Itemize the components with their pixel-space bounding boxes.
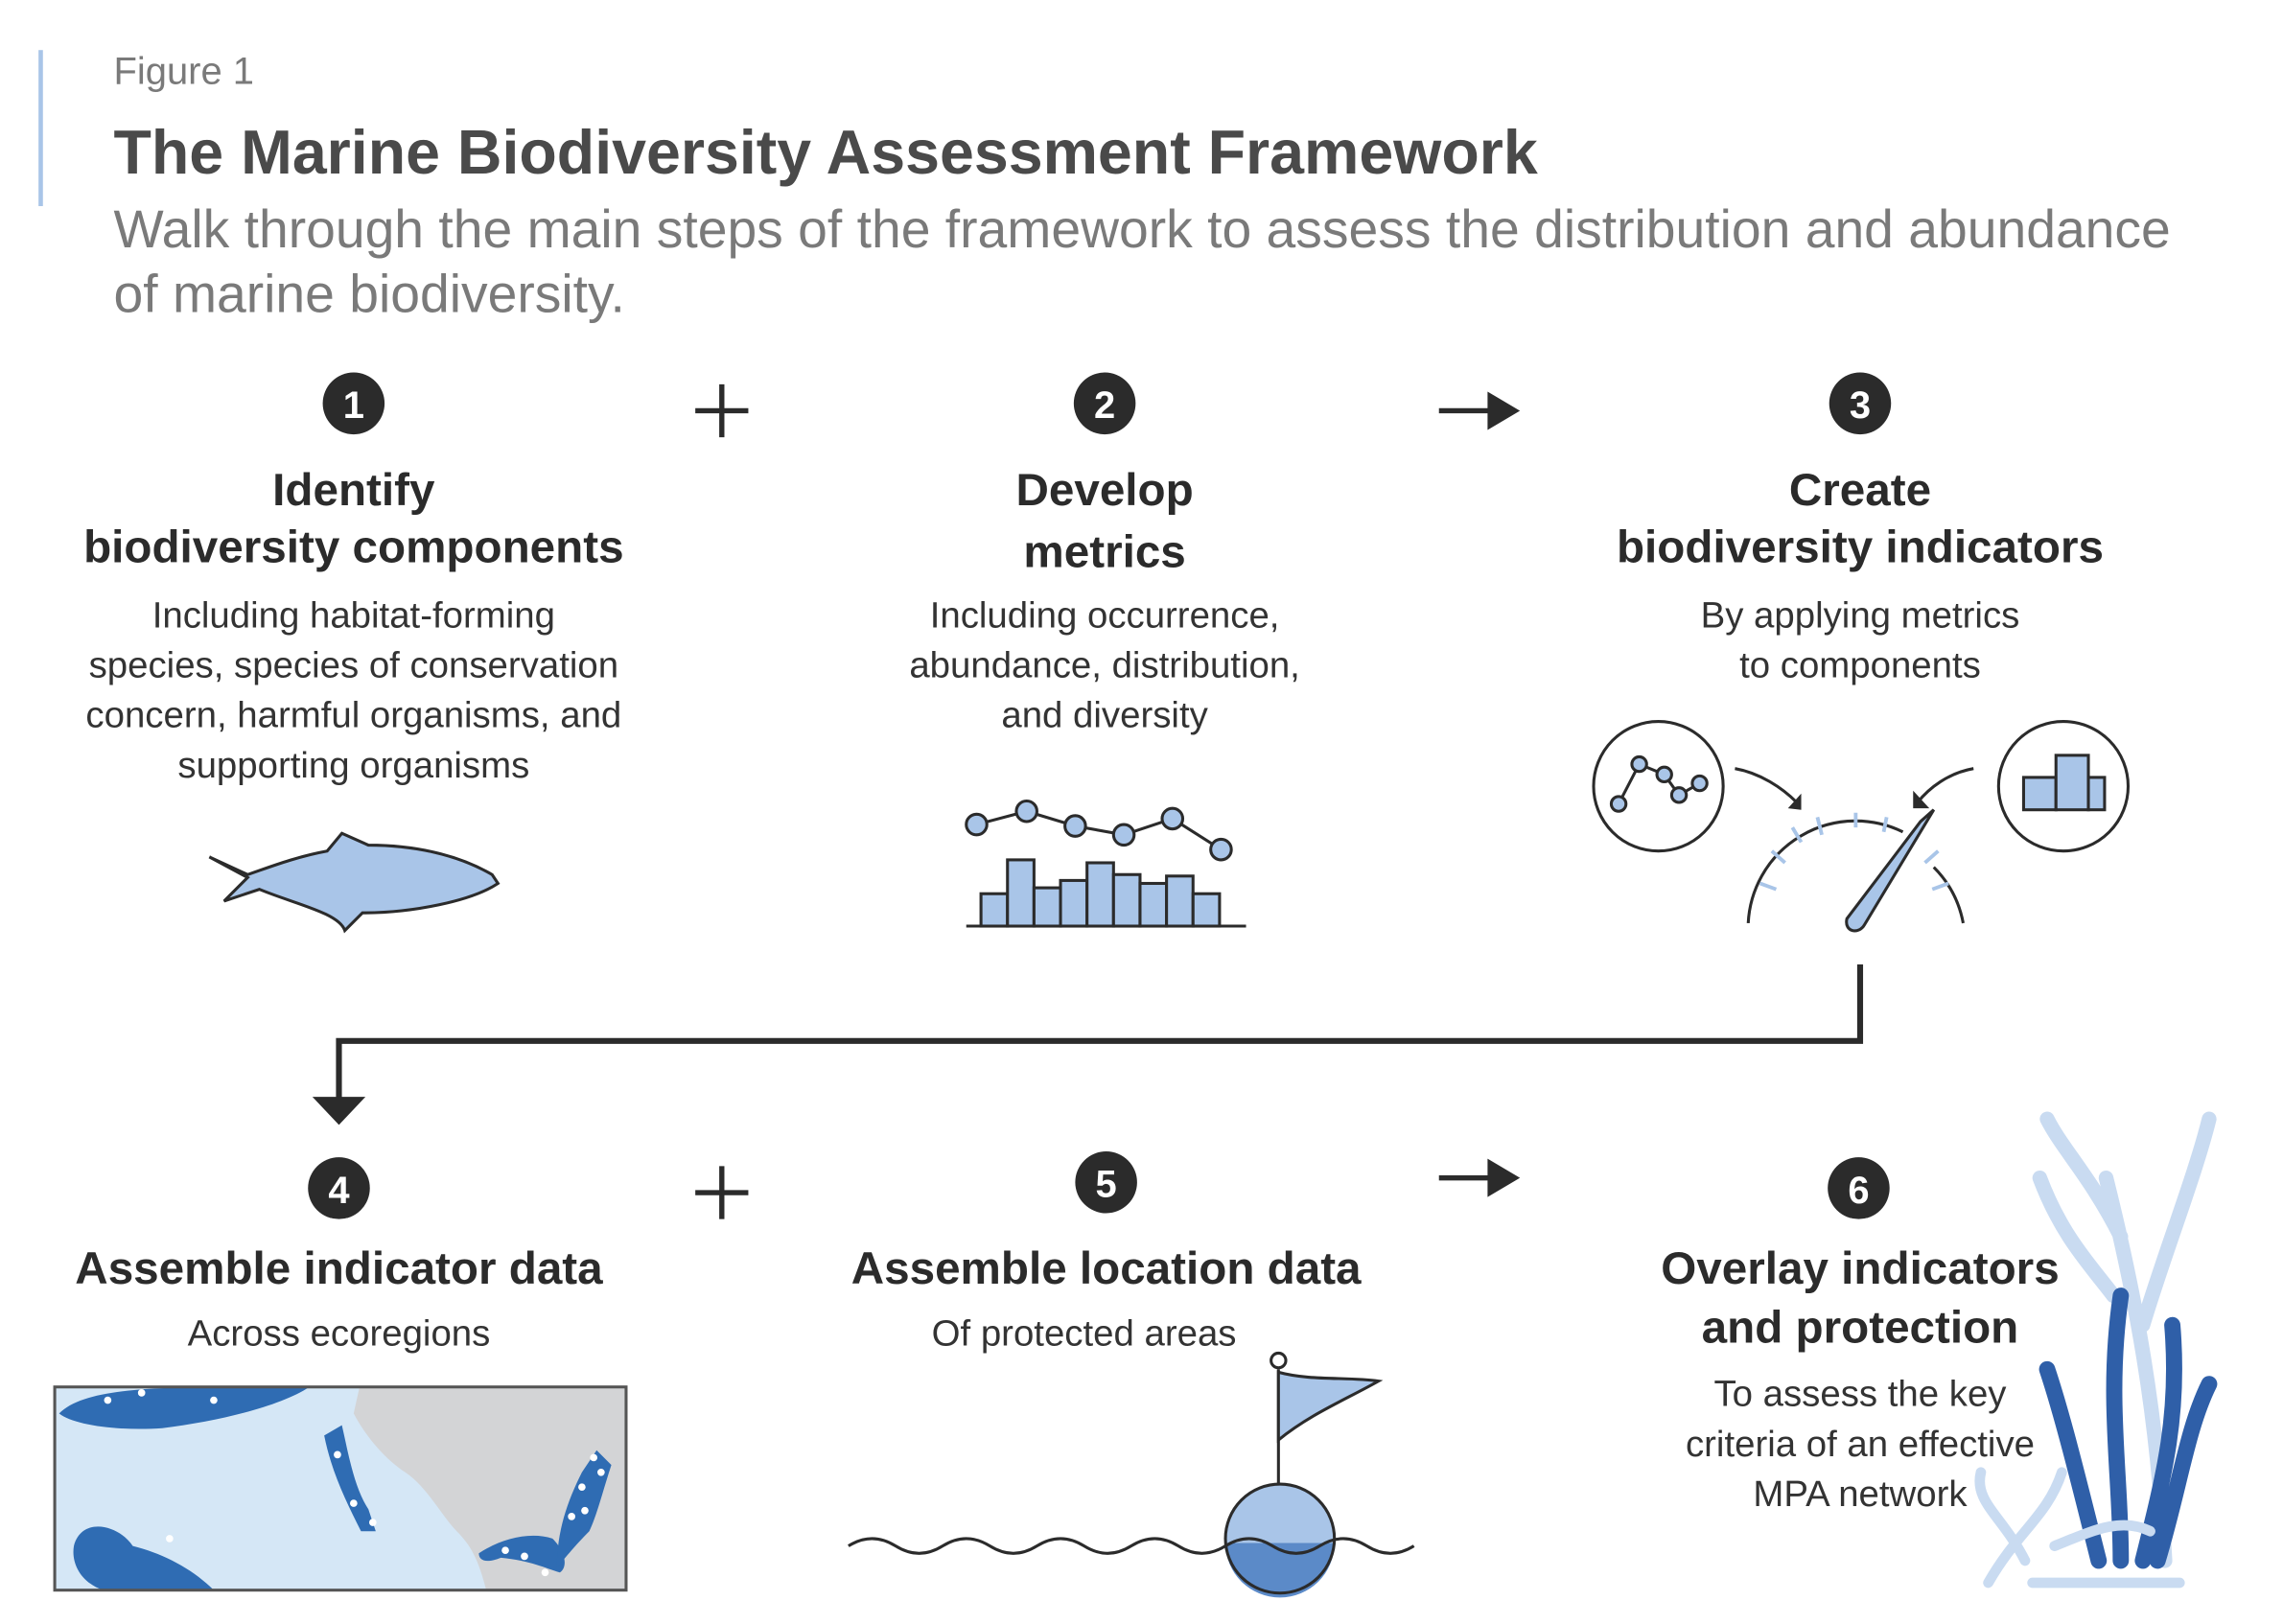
gauge-icon [1592,720,2131,933]
step-5-badge: 5 [1075,1151,1137,1214]
svg-text:1: 1 [343,384,364,427]
svg-text:2: 2 [1094,384,1115,427]
arrow-right-icon [1438,1158,1521,1197]
figure-label: Figure 1 [114,51,254,93]
fish-icon [208,831,501,934]
subtitle-line: Walk through the main steps of the frame… [114,199,2171,259]
plus-icon [695,1166,749,1219]
metrics-chart-icon [965,799,1246,928]
step-2-desc: Including occurrence, [930,594,1280,636]
step-3-desc: By applying metrics [1701,594,2020,636]
step-3-desc: to components [1739,644,1981,685]
subtitle-line: of marine biodiversity. [114,265,625,324]
step-5-title: Assemble location data [851,1243,1362,1294]
step-2-desc: and diversity [1001,695,1208,736]
step-1-desc: concern, harmful organisms, and [85,695,621,736]
step-1-desc: Including habitat-forming [152,594,555,636]
page-title: The Marine Biodiversity Assessment Frame… [114,118,1538,187]
step-6-desc: MPA network [1753,1473,1968,1515]
step-4-badge: 4 [308,1157,370,1219]
step-5-desc: Of protected areas [932,1313,1237,1355]
step-3-title: biodiversity indicators [1617,522,2104,573]
step-2-title: Develop [1015,465,1193,516]
step-1-desc: supporting organisms [177,745,529,786]
plus-icon [695,383,749,438]
step-1-desc: species, species of conservation [89,644,618,685]
step-4-title: Assemble indicator data [75,1243,603,1294]
seaweed-coral-icon [1974,1111,2218,1589]
step-2-badge: 2 [1073,372,1136,435]
step-2-desc: abundance, distribution, [909,644,1300,685]
buoy-flag-icon [848,1351,1415,1598]
svg-text:6: 6 [1848,1170,1869,1212]
step-3-badge: 3 [1829,372,1892,435]
step-6-title: Overlay indicators [1661,1243,2059,1294]
step-6-badge: 6 [1828,1157,1890,1219]
step-6-desc: criteria of an effective [1686,1424,2035,1465]
step-4-desc: Across ecoregions [188,1313,491,1355]
step-6-title: and protection [1702,1303,2019,1354]
step-1-badge: 1 [322,372,385,435]
svg-text:4: 4 [328,1170,349,1212]
step-2-title: metrics [1023,526,1185,577]
connector-arrow [312,963,1864,1125]
svg-text:3: 3 [1850,384,1871,427]
ecoregion-map-icon [53,1385,628,1592]
arrow-right-icon [1438,391,1521,430]
step-1-title: Identify [272,465,435,516]
step-3-title: Create [1789,465,1931,516]
svg-text:5: 5 [1096,1164,1117,1206]
accent-bar [38,50,43,207]
step-6-desc: To assess the key [1713,1374,2007,1415]
step-1-title: biodiversity components [83,522,623,573]
